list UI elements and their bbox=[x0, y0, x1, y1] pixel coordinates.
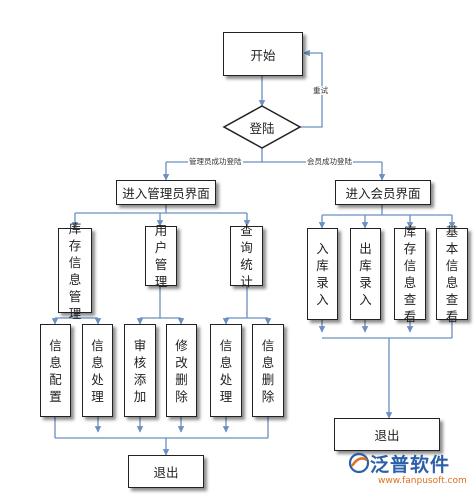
stock-out-label: 出库录入 bbox=[359, 241, 372, 307]
info-config-label: 信息配置 bbox=[49, 337, 62, 404]
stock-out-node: 出库录入 bbox=[350, 228, 381, 320]
admin-success-edge-label: 管理员成功登陆 bbox=[188, 157, 243, 166]
query-stats-node: 查询统计 bbox=[230, 223, 263, 289]
retry-edge-label: 重试 bbox=[312, 86, 329, 95]
basic-info-view-label: 基本信息查看 bbox=[445, 224, 459, 324]
review-add-node: 审核添加 bbox=[124, 324, 156, 417]
modify-delete-node: 修改删除 bbox=[166, 324, 197, 417]
logo-url: www.fanpusoft.com bbox=[378, 476, 467, 486]
info-process-1-node: 信息处理 bbox=[82, 324, 113, 417]
fanpu-logo: 泛普软件 www.fanpusoft.com bbox=[348, 450, 472, 492]
admin-exit-node: 退出 bbox=[128, 455, 204, 488]
review-add-label: 审核添加 bbox=[133, 337, 147, 404]
stock-in-label: 入库录入 bbox=[316, 241, 329, 307]
member-exit-node: 退出 bbox=[334, 418, 440, 451]
login-decision-diamond bbox=[222, 105, 302, 149]
inventory-view-label: 库存信息查看 bbox=[403, 224, 417, 324]
fanpu-logo-mark-icon bbox=[348, 452, 370, 474]
stock-in-node: 入库录入 bbox=[307, 228, 338, 320]
admin-ui-label: 进入管理员界面 bbox=[122, 186, 210, 201]
login-label: 登陆 bbox=[249, 120, 275, 136]
info-config-node: 信息配置 bbox=[40, 324, 71, 417]
member-success-edge-label: 会员成功登陆 bbox=[306, 157, 353, 166]
start-label: 开始 bbox=[250, 47, 276, 63]
info-delete-label: 信息删除 bbox=[261, 337, 275, 404]
info-process-1-label: 信息处理 bbox=[91, 337, 104, 404]
inventory-view-node: 库存信息查看 bbox=[394, 224, 426, 324]
user-mgmt-label: 用户管理 bbox=[154, 223, 168, 289]
query-stats-label: 查询统计 bbox=[240, 223, 253, 289]
logo-name: 泛普软件 bbox=[370, 454, 451, 476]
admin-ui-node: 进入管理员界面 bbox=[116, 180, 216, 205]
user-mgmt-node: 用户管理 bbox=[145, 223, 177, 289]
start-node: 开始 bbox=[223, 32, 303, 76]
member-ui-label: 进入会员界面 bbox=[345, 186, 421, 201]
member-ui-node: 进入会员界面 bbox=[335, 180, 431, 205]
info-delete-node: 信息删除 bbox=[252, 324, 284, 417]
inventory-mgmt-label: 库存信息管理 bbox=[68, 220, 82, 321]
inventory-mgmt-node: 库存信息管理 bbox=[58, 221, 92, 321]
member-exit-label: 退出 bbox=[374, 428, 400, 443]
basic-info-view-node: 基本信息查看 bbox=[436, 224, 468, 324]
modify-delete-label: 修改删除 bbox=[175, 337, 188, 404]
admin-exit-label: 退出 bbox=[153, 465, 179, 480]
info-process-2-label: 信息处理 bbox=[219, 337, 233, 404]
info-process-2-node: 信息处理 bbox=[210, 324, 242, 417]
